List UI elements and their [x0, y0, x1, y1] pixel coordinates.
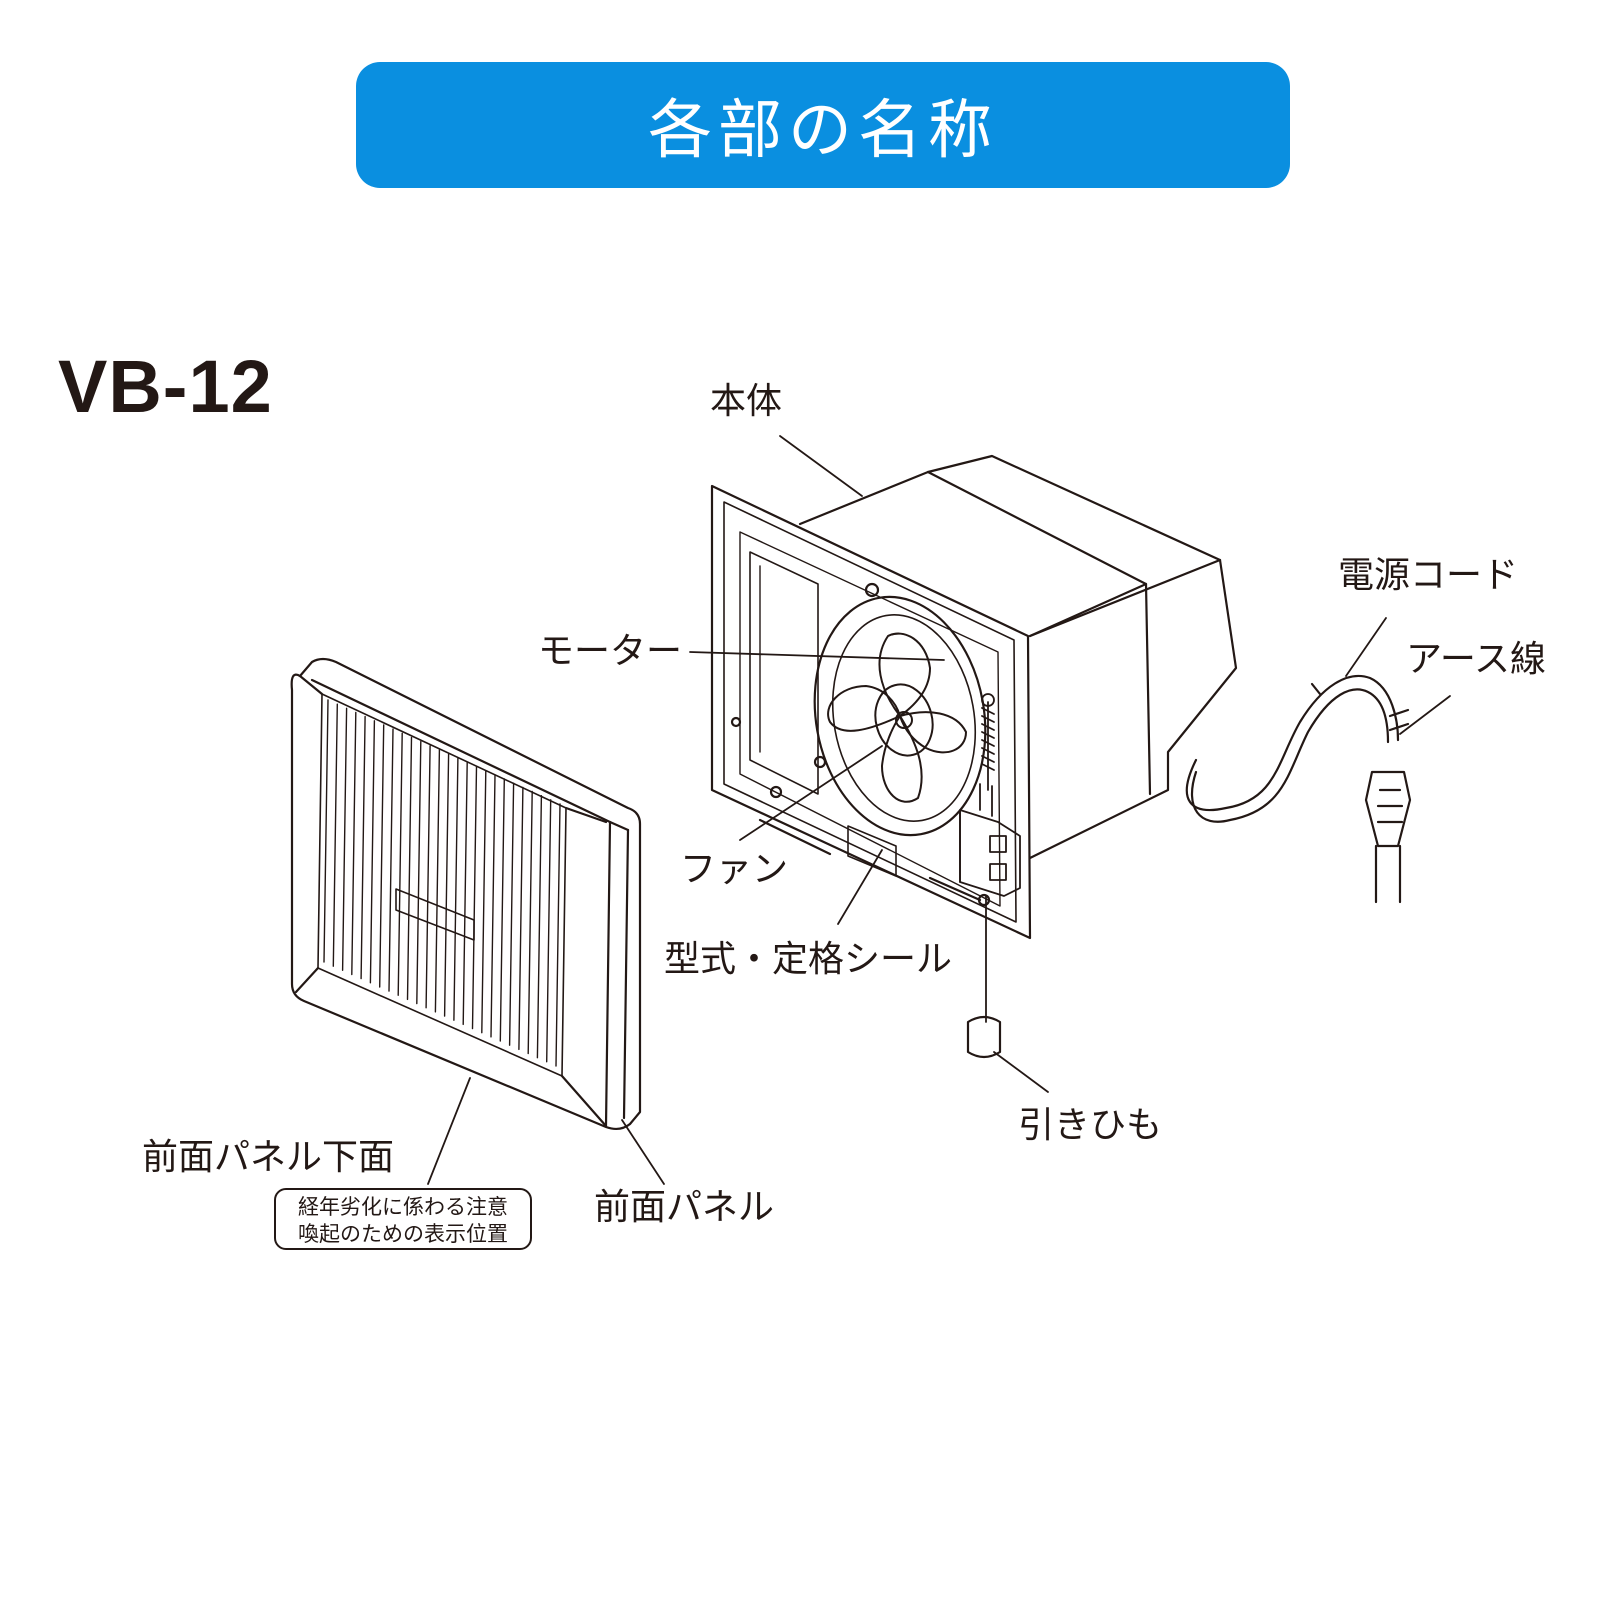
label-front-panel: 前面パネル [594, 1187, 775, 1228]
louver-slat [323, 699, 329, 963]
louver-slat [351, 711, 357, 976]
louver-slat [527, 790, 533, 1055]
pull-switch [959, 693, 1021, 897]
louver-slat [471, 765, 478, 1030]
note-line-2: 喚起のための表示位置 [298, 1222, 508, 1246]
louver-slat [499, 778, 505, 1042]
label-motor: モーター [538, 631, 683, 672]
louver-slat [555, 803, 561, 1067]
louver-slat [546, 799, 552, 1063]
louver-slat [453, 757, 459, 1021]
main-body-shape [710, 454, 1238, 940]
label-earth-wire: アース線 [1406, 639, 1547, 680]
louver-slat [369, 720, 376, 984]
louver-slat [518, 786, 524, 1051]
louver-slat [481, 770, 487, 1034]
pull-cord-shape [966, 893, 1002, 1059]
label-fan: ファン [680, 849, 789, 890]
note-line-1: 経年劣化に係わる注意 [298, 1195, 508, 1219]
louver-slat [434, 749, 441, 1013]
louver-slat [332, 703, 338, 967]
louver-slat [508, 782, 515, 1046]
fan-blades [827, 632, 967, 803]
front-panel-shape [290, 657, 642, 1131]
label-front-panel-bottom: 前面パネル下面 [142, 1137, 395, 1178]
leader-lines [427, 435, 1451, 1185]
model-number: VB-12 [58, 345, 273, 428]
label-body: 本体 [710, 381, 783, 422]
label-rating-seal: 型式・定格シール [664, 939, 953, 980]
louver-slat [397, 732, 403, 996]
louver-slat [379, 724, 385, 988]
louver-slat [360, 715, 366, 980]
power-cord-shape [1185, 674, 1412, 904]
louver-slat [388, 728, 394, 992]
louver-slat [425, 745, 431, 1009]
louver-slat [443, 753, 450, 1017]
label-power-cord: 電源コード [1338, 555, 1519, 596]
louver-slat [416, 740, 422, 1005]
label-pull-cord: 引きひも [1018, 1105, 1163, 1146]
louver-slat [490, 774, 496, 1038]
aging-warning-note: 経年劣化に係わる注意 喚起のための表示位置 [274, 1188, 532, 1250]
front-panel-louvers [323, 699, 561, 1067]
louver-slat [406, 736, 413, 1001]
louver-slat [462, 761, 468, 1026]
title-banner: 各部の名称 [356, 62, 1290, 188]
page-title: 各部の名称 [648, 94, 998, 168]
louver-slat [536, 795, 543, 1059]
louver-slat [341, 707, 348, 971]
